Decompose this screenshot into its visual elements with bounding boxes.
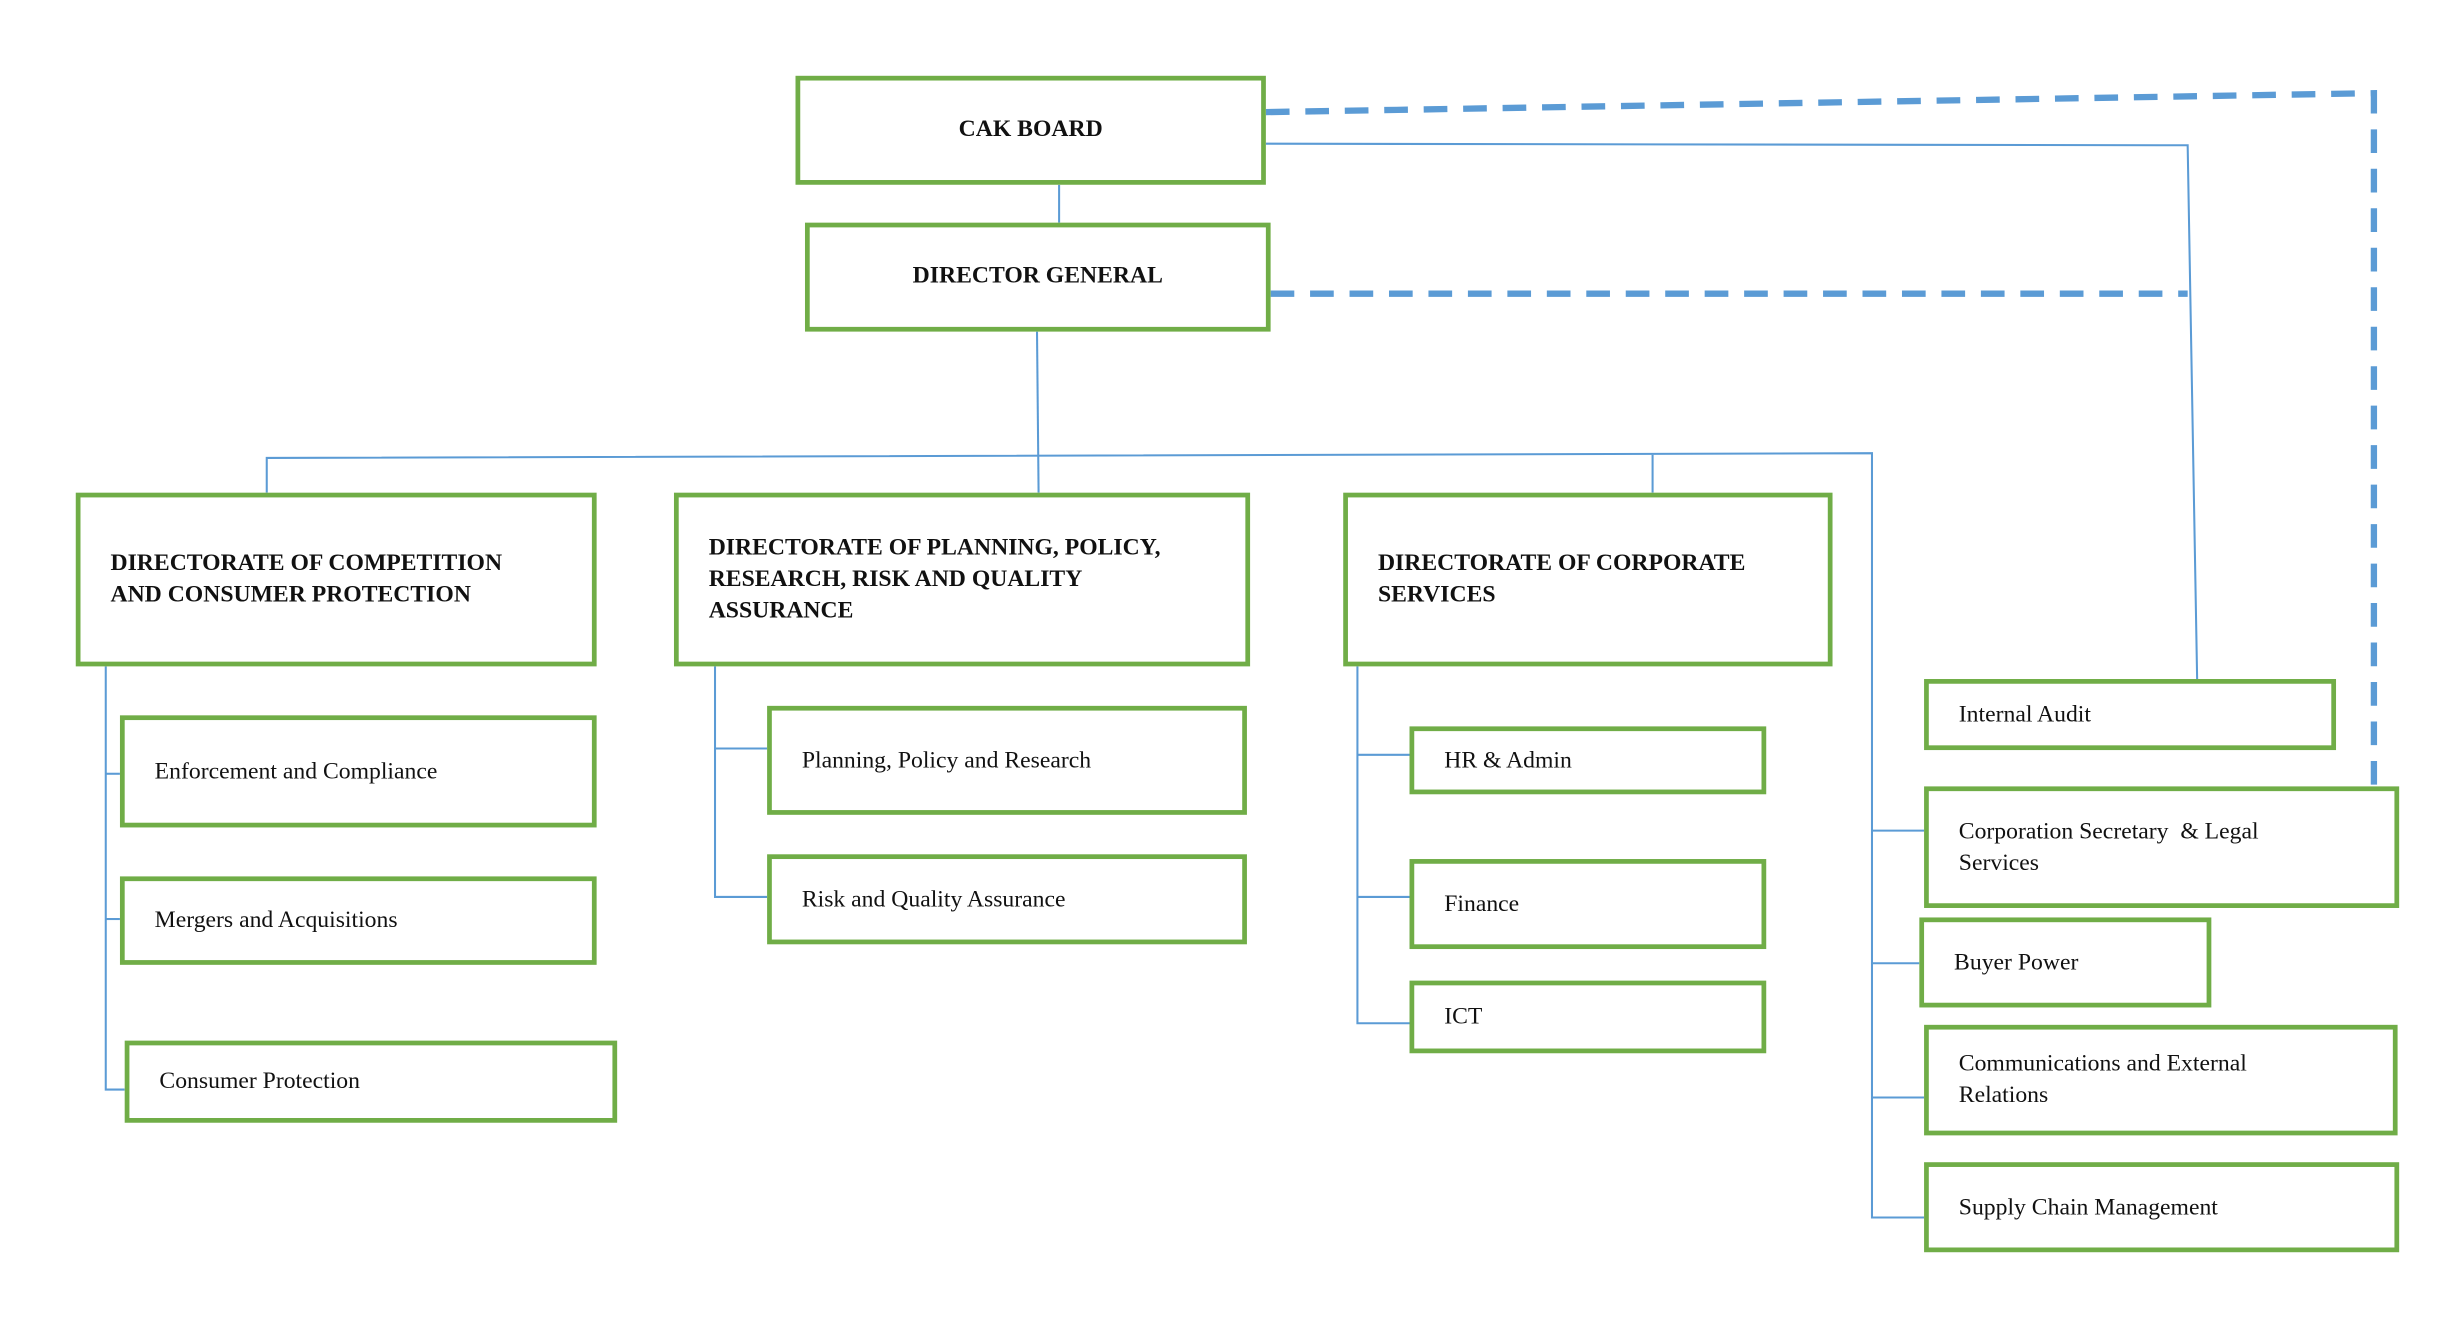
finance-box: Finance (1409, 859, 1767, 950)
planning-spine-line (713, 666, 768, 898)
unit-label: Finance (1444, 891, 1520, 917)
dg-trunk-line (1035, 331, 1040, 493)
competition-spine-line (104, 666, 125, 1091)
unit-label: Risk and Quality Assurance (801, 886, 1066, 912)
unit-label: ICT (1444, 1004, 1483, 1030)
unit-label: Communications and External Relations (1959, 1049, 2247, 1112)
unit-label-line: Services (1958, 850, 2040, 876)
directorate-branch-line (265, 452, 1925, 1219)
hr-admin-box: HR & Admin (1409, 726, 1767, 795)
unit-label: Consumer Protection (159, 1069, 360, 1095)
cak-board-box: CAK BOARD (795, 75, 1266, 185)
title-line: ASSURANCE (708, 598, 854, 624)
title-line: DIRECTORATE OF COMPETITION (110, 551, 503, 577)
competition-directorate-box: DIRECTORATE OF COMPETITION AND CONSUMER … (75, 492, 597, 667)
director-general-box: DIRECTOR GENERAL (804, 222, 1271, 332)
risk-quality-assurance-box: Risk and Quality Assurance (767, 854, 1247, 945)
unit-label: Corporation Secretary & Legal Services (1959, 816, 2259, 879)
unit-label: Mergers and Acquisitions (154, 907, 398, 934)
consumer-protection-box: Consumer Protection (124, 1040, 618, 1123)
board-to-internal-audit-line (1265, 142, 2199, 680)
cak-board-label: CAK BOARD (958, 116, 1103, 143)
title-line: AND CONSUMER PROTECTION (110, 582, 471, 608)
unit-label-line: Corporation Secretary & Legal (1958, 818, 2259, 845)
communications-external-relations-box: Communications and External Relations (1924, 1024, 2398, 1136)
corporate-spine-line (1356, 666, 1410, 1025)
planning-directorate-box: DIRECTORATE OF PLANNING, POLICY, RESEARC… (673, 492, 1251, 667)
supply-chain-management-box: Supply Chain Management (1924, 1162, 2400, 1253)
enforcement-compliance-box: Enforcement and Compliance (119, 715, 597, 828)
title-line: DIRECTORATE OF PLANNING, POLICY, (708, 535, 1161, 561)
unit-label: Planning, Policy and Research (801, 747, 1092, 773)
planning-directorate-title: DIRECTORATE OF PLANNING, POLICY, RESEARC… (709, 532, 1161, 627)
board-to-cs-dashed-line (1265, 89, 2378, 787)
ict-box: ICT (1409, 980, 1767, 1054)
buyer-power-box: Buyer Power (1919, 917, 2212, 1008)
corporate-directorate-box: DIRECTORATE OF CORPORATE SERVICES (1343, 492, 1833, 667)
director-general-label: DIRECTOR GENERAL (912, 263, 1163, 289)
mergers-acquisitions-box: Mergers and Acquisitions (119, 876, 597, 965)
unit-label-line: Relations (1958, 1083, 2049, 1109)
title-line: DIRECTORATE OF CORPORATE (1377, 551, 1746, 577)
unit-label: Internal Audit (1958, 701, 2091, 728)
internal-audit-box: Internal Audit (1924, 679, 2337, 751)
corporation-secretary-box: Corporation Secretary & Legal Services (1924, 786, 2400, 908)
title-line: SERVICES (1377, 582, 1496, 608)
title-line: RESEARCH, RISK AND QUALITY (708, 566, 1083, 593)
unit-label: Enforcement and Compliance (154, 758, 438, 785)
planning-policy-research-box: Planning, Policy and Research (767, 705, 1247, 815)
unit-label-line: Communications and External (1958, 1051, 2247, 1077)
corporate-directorate-title: DIRECTORATE OF CORPORATE SERVICES (1378, 548, 1745, 611)
unit-label: Supply Chain Management (1958, 1194, 2218, 1220)
competition-directorate-title: DIRECTORATE OF COMPETITION AND CONSUMER … (110, 548, 502, 611)
unit-label: Buyer Power (1954, 949, 2079, 976)
unit-label: HR & Admin (1444, 747, 1572, 773)
